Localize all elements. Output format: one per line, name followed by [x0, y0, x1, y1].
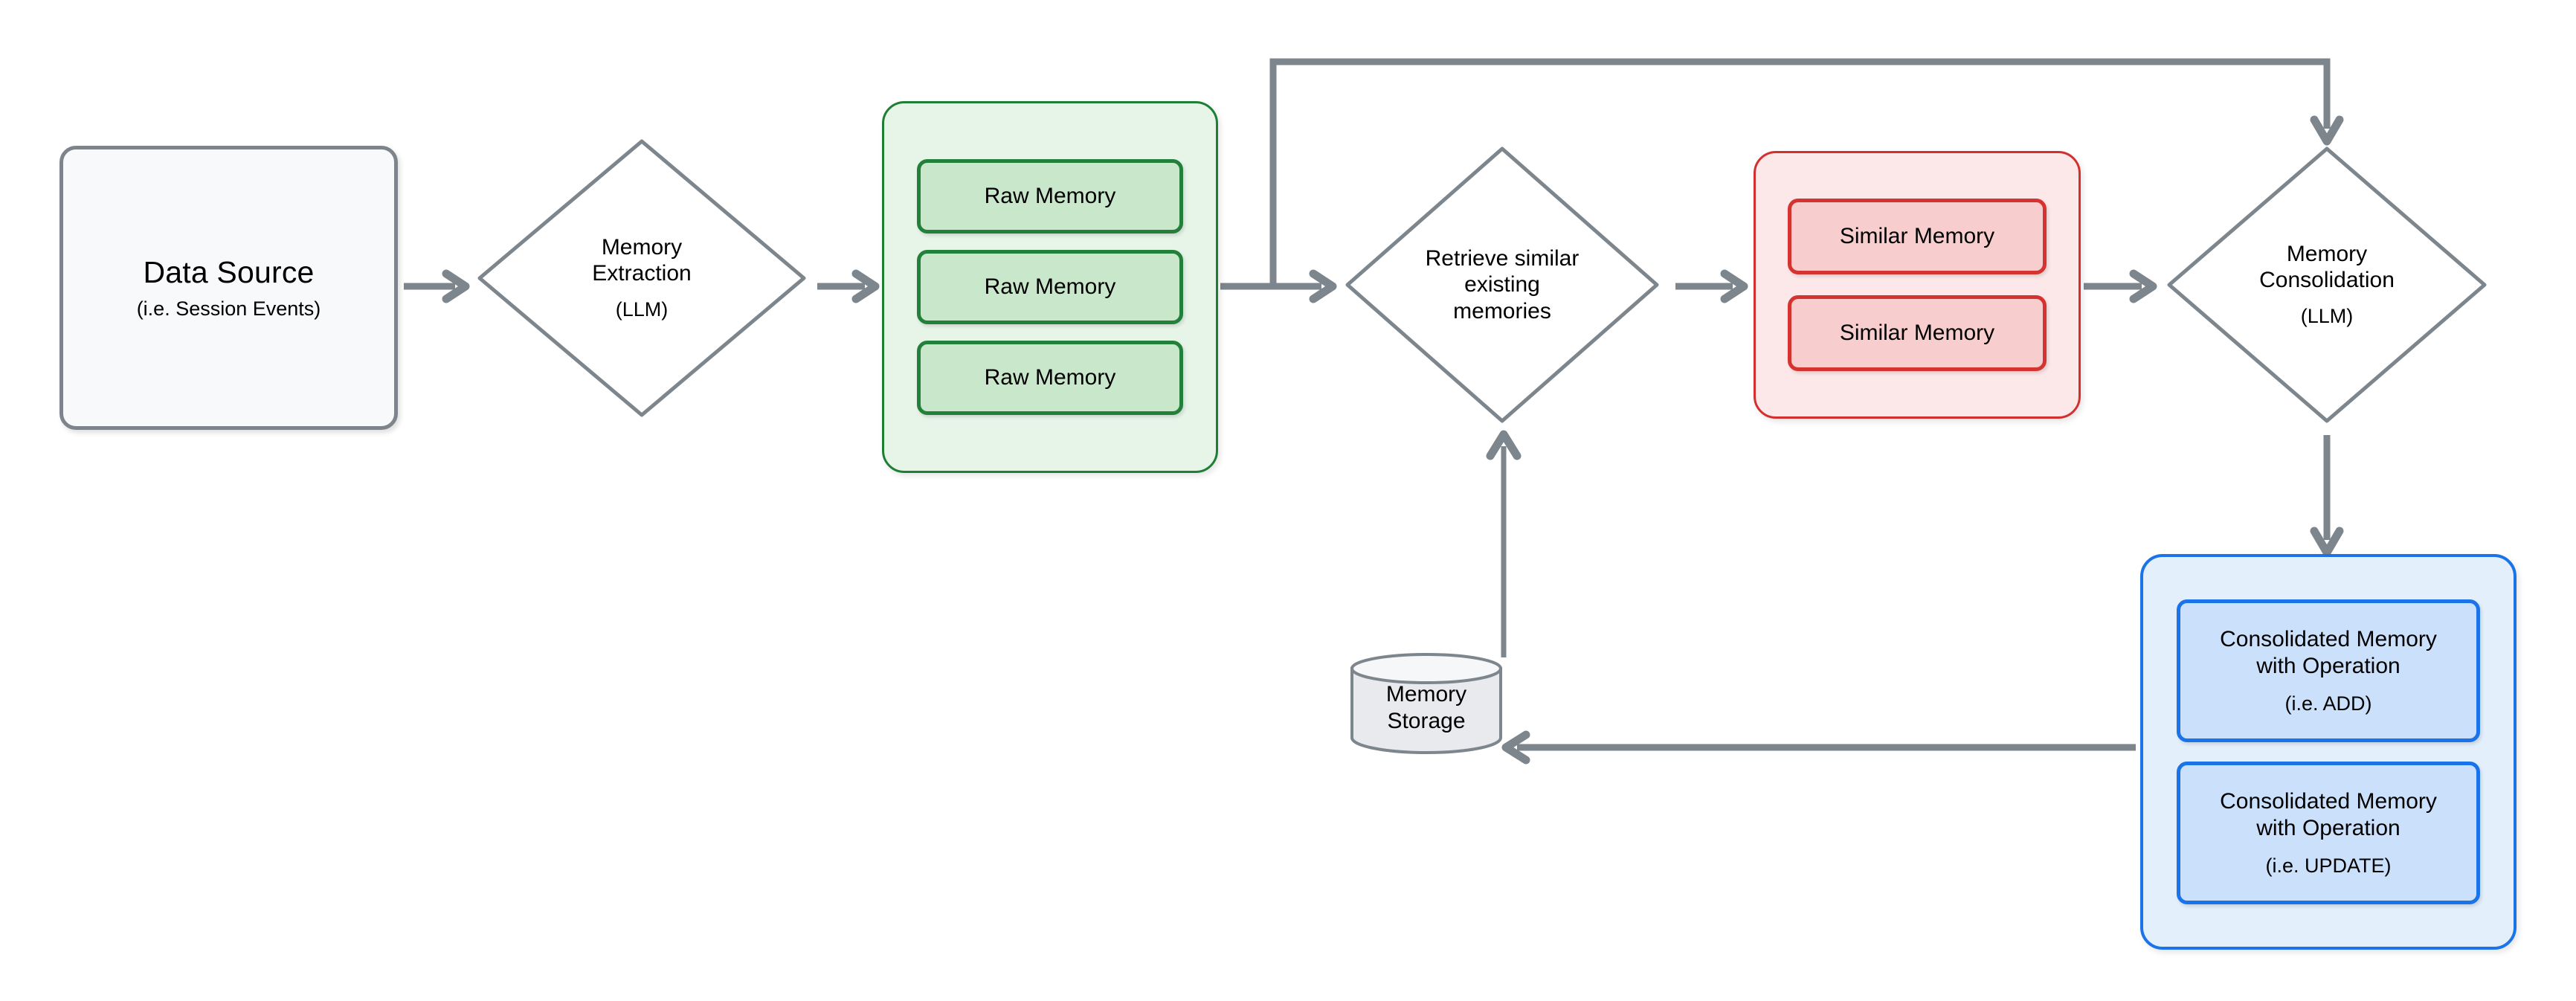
group-raw-memory: Raw Memory Raw Memory Raw Memory [882, 101, 1218, 473]
data-source-title: Data Source [143, 255, 315, 289]
edge-memory-extraction-to-raw-memory [817, 269, 880, 303]
memory-storage-line2: Storage [1387, 708, 1466, 733]
consolidated-memory-operation: (i.e. UPDATE) [2265, 854, 2392, 877]
consolidated-memory-line2: with Operation [2256, 653, 2400, 678]
group-similar-memory: Similar Memory Similar Memory [1754, 151, 2081, 419]
edge-memory-storage-to-retrieve-similar [1486, 430, 1522, 657]
raw-memory-item[interactable]: Raw Memory [917, 341, 1183, 415]
cylinder-icon [1350, 653, 1502, 754]
similar-memory-item[interactable]: Similar Memory [1788, 295, 2047, 371]
node-retrieve-similar-memories[interactable]: Retrieve similar existing memories [1340, 141, 1664, 428]
consolidated-memory-line1: Consolidated Memory [2220, 627, 2437, 652]
consolidated-memory-line2: with Operation [2256, 815, 2400, 840]
similar-memory-label: Similar Memory [1839, 224, 1995, 248]
edge-data-source-to-memory-extraction [404, 269, 470, 303]
similar-memory-item[interactable]: Similar Memory [1788, 199, 2047, 274]
node-memory-consolidation[interactable]: Memory Consolidation (LLM) [2162, 141, 2492, 428]
node-memory-extraction[interactable]: Memory Extraction (LLM) [472, 134, 811, 422]
diamond-shape [2167, 147, 2487, 423]
edge-retrieve-similar-to-similar-memory [1675, 269, 1748, 303]
similar-memory-label: Similar Memory [1839, 321, 1995, 345]
group-consolidated-memory: Consolidated Memory with Operation (i.e.… [2140, 554, 2517, 950]
edge-consolidated-memory-to-memory-storage [1501, 730, 2136, 765]
raw-memory-label: Raw Memory [984, 365, 1116, 390]
edge-memory-consolidation-to-consolidated-memory [2310, 435, 2344, 557]
diamond-shape [1345, 147, 1659, 423]
data-source-subtitle: (i.e. Session Events) [136, 297, 321, 320]
memory-storage-line1: Memory [1385, 681, 1467, 707]
edge-raw-memory-to-retrieve-similar [1220, 269, 1337, 303]
consolidated-memory-operation: (i.e. ADD) [2284, 692, 2372, 715]
edge-similar-memory-to-memory-consolidation [2084, 269, 2157, 303]
node-memory-storage[interactable]: Memory Storage [1349, 652, 1504, 754]
raw-memory-label: Raw Memory [984, 184, 1116, 208]
raw-memory-label: Raw Memory [984, 274, 1116, 299]
raw-memory-item[interactable]: Raw Memory [917, 250, 1183, 324]
consolidated-memory-item[interactable]: Consolidated Memory with Operation (i.e.… [2177, 762, 2480, 904]
diamond-shape [477, 139, 806, 417]
consolidated-memory-item[interactable]: Consolidated Memory with Operation (i.e.… [2177, 599, 2480, 742]
node-data-source[interactable]: Data Source (i.e. Session Events) [59, 146, 398, 430]
raw-memory-item[interactable]: Raw Memory [917, 159, 1183, 234]
consolidated-memory-line1: Consolidated Memory [2220, 789, 2437, 814]
